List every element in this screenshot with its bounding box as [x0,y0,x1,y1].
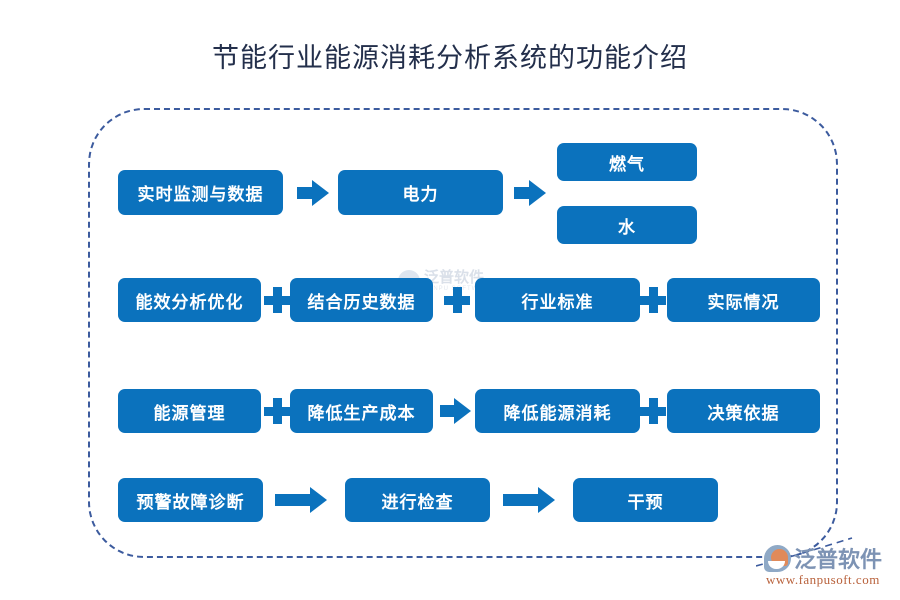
node-electricity[interactable]: 电力 [338,170,503,215]
node-reduce-energy-consumption[interactable]: 降低能源消耗 [475,389,640,433]
brand-name-cn: 泛普软件 [794,547,883,572]
plus-efficiency-history-icon [264,287,290,313]
arrow-cost-to-consumption-icon [440,398,471,424]
brand-url: www.fanpusoft.com [766,572,880,587]
node-realtime-monitoring[interactable]: 实时监测与数据 [118,170,283,215]
arrow-electricity-to-resources-icon [514,180,546,206]
plus-standard-actual-icon [640,287,666,313]
plus-management-cost-icon [264,398,290,424]
node-gas[interactable]: 燃气 [557,143,697,181]
node-perform-inspection[interactable]: 进行检查 [345,478,490,522]
brand-logo: 泛普软件 www.fanpusoft.com [756,536,896,594]
page-title: 节能行业能源消耗分析系统的功能介绍 [212,43,688,73]
brand-logo-mark-icon [764,544,791,572]
arrow-inspection-to-intervention-icon [503,487,555,513]
node-intervention[interactable]: 干预 [573,478,718,522]
flow-diagram-container [88,108,838,558]
node-decision-basis[interactable]: 决策依据 [667,389,820,433]
node-historical-data[interactable]: 结合历史数据 [290,278,433,322]
node-reduce-production-cost[interactable]: 降低生产成本 [290,389,433,433]
node-industry-standard[interactable]: 行业标准 [475,278,640,322]
arrow-monitoring-to-electricity-icon [297,180,329,206]
node-energy-management[interactable]: 能源管理 [118,389,261,433]
node-actual-situation[interactable]: 实际情况 [667,278,820,322]
plus-history-standard-icon [444,287,470,313]
node-alert-fault-diagnosis[interactable]: 预警故障诊断 [118,478,263,522]
node-efficiency-optimization[interactable]: 能效分析优化 [118,278,261,322]
node-water[interactable]: 水 [557,206,697,244]
arrow-diagnosis-to-inspection-icon [275,487,327,513]
plus-consumption-decision-icon [640,398,666,424]
